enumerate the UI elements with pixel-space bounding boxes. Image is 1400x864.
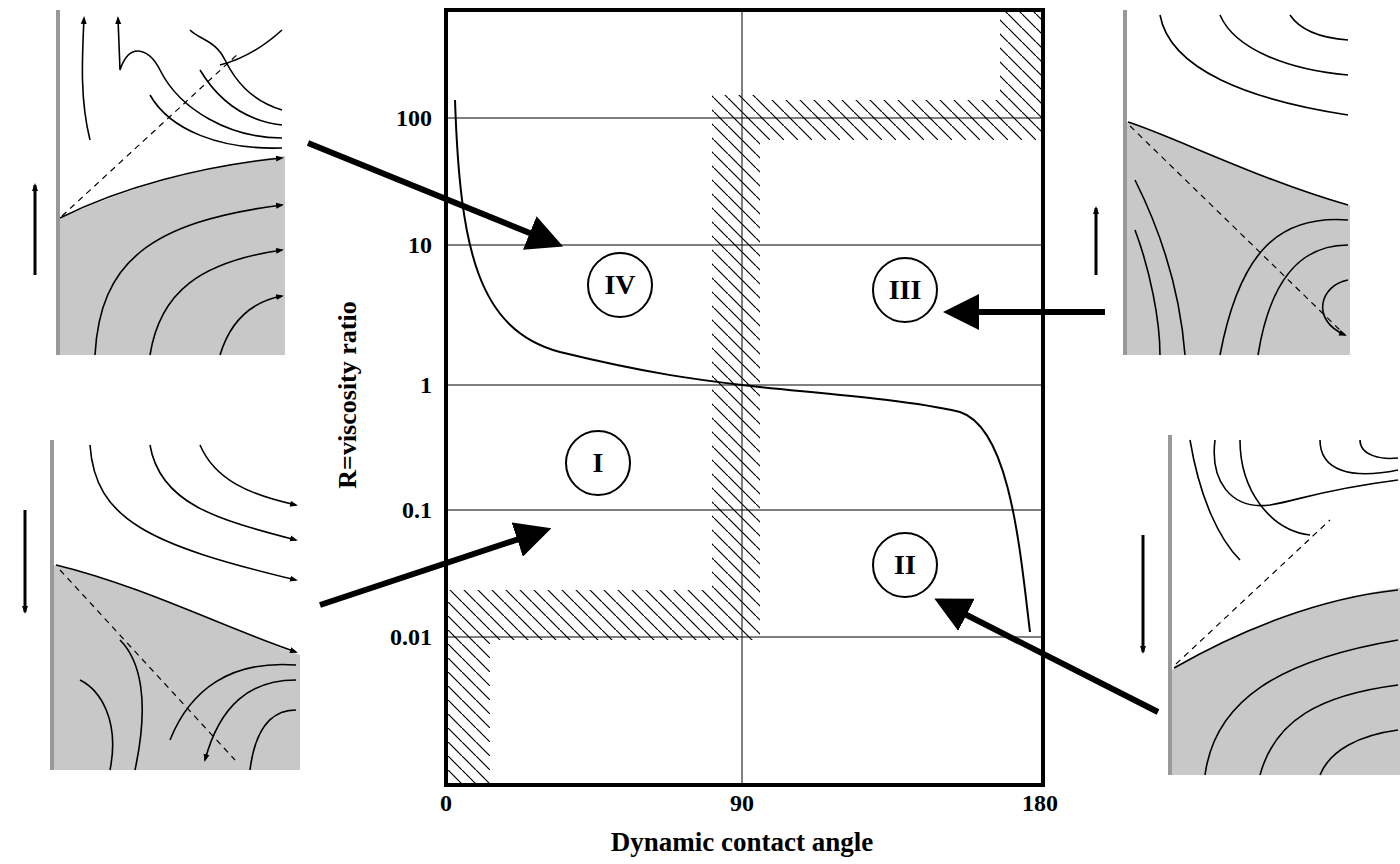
leader-arrow-part [320,532,540,605]
axis-title: Dynamic contact angle [611,829,873,856]
flow-inset-part [1220,15,1348,75]
axis-tick: 1 [420,373,432,397]
flow-inset-part [1127,122,1350,355]
flow-inset-part [1095,208,1098,275]
axis-title: R=viscosity ratio [335,301,361,488]
flow-inset-part [1220,220,1348,355]
flow-inset-part [118,18,282,138]
flow-inset-part [95,205,282,355]
grid-lines-part [446,245,1043,246]
flow-inset-part [80,680,113,770]
flow-inset-part [1135,180,1185,355]
flow-inset-part [1205,640,1398,775]
hatched-region-part [1000,10,1043,100]
flow-inset-part [1323,280,1348,335]
flow-inset-part [1360,440,1398,458]
flow-inset-part [150,250,282,355]
flow-inset-part [54,565,300,770]
flow-inset-part [34,185,37,275]
flow-inset-part [1123,10,1127,355]
region-circle: III [872,257,938,323]
flow-inset-part [56,565,296,652]
grid-lines-part [742,10,743,785]
plot-frame [446,10,1043,785]
region-label: II [894,549,916,581]
axis-tick: 10 [408,233,432,257]
flow-inset-part [190,30,282,110]
flow-inset-part [1176,520,1330,664]
flow-inset-part [1260,685,1398,775]
leader-arrow-part [945,604,1158,712]
region-circle: II [872,532,938,598]
critical-curve [455,100,1030,632]
flow-inset-part [50,440,54,770]
flow-inset-part [24,510,27,612]
axis-tick: 0.01 [390,625,432,649]
flow-inset-part [220,30,282,65]
leader-arrow [308,143,1158,712]
flow-inset-part [1240,440,1310,535]
hatched-region-part [446,590,712,640]
flow-inset-part [1320,440,1398,474]
flow-inset-part [1258,245,1348,355]
flow-inset-part [60,158,282,218]
axis-tick: 90 [730,791,754,815]
grid-lines-part [446,118,1043,119]
flow-inset-part [205,680,296,760]
flow-inset [1143,435,1400,775]
axis-tick: 180 [1022,791,1058,815]
flow-inset-part [200,445,296,505]
flow-inset-part [56,10,60,355]
flow-inset-part [1172,588,1400,775]
leader-arrow-part [955,309,1105,315]
flow-inset-part [1130,126,1345,335]
flow-inset-part [200,70,282,125]
flow-inset-part [220,296,282,355]
region-circle: IV [587,252,653,318]
axis-tick: 0.1 [402,498,432,522]
flow-inset-part [1168,435,1172,775]
hatched-region [446,10,1043,785]
flow-inset-part [90,445,296,580]
hatched-region-part [760,100,1043,140]
grid-lines [446,10,1043,785]
region-label: IV [604,269,635,301]
flow-inset [25,440,300,770]
flow-inset-part [1320,730,1398,775]
flow-inset-part [1142,535,1145,652]
grid-lines-part [446,637,1043,638]
flow-inset-part [1174,590,1398,668]
flow-inset-part [1290,15,1348,40]
flow-inset-part [1160,15,1348,115]
flow-inset-part [120,640,142,770]
flow-inset-part [60,570,235,760]
flow-inset-part [1135,230,1160,355]
leader-arrow-part [308,143,552,242]
flow-inset-part [58,156,285,355]
flow-inset [1096,10,1350,355]
grid-lines-part [446,510,1043,511]
hatched-region-part [446,640,490,785]
flow-inset-part [250,710,296,770]
hatched-region-part [712,95,760,640]
flow-inset-part [1214,440,1398,506]
axis-tick: 100 [396,106,432,130]
flow-inset-part [82,18,90,140]
region-circle: I [565,430,631,496]
region-label: I [593,447,604,479]
flow-inset-part [1128,122,1348,205]
axis-tick: 0 [440,791,452,815]
flow-inset-part [150,445,296,540]
flow-inset [35,10,285,355]
flow-inset-part [170,664,296,740]
region-label: III [889,274,922,306]
